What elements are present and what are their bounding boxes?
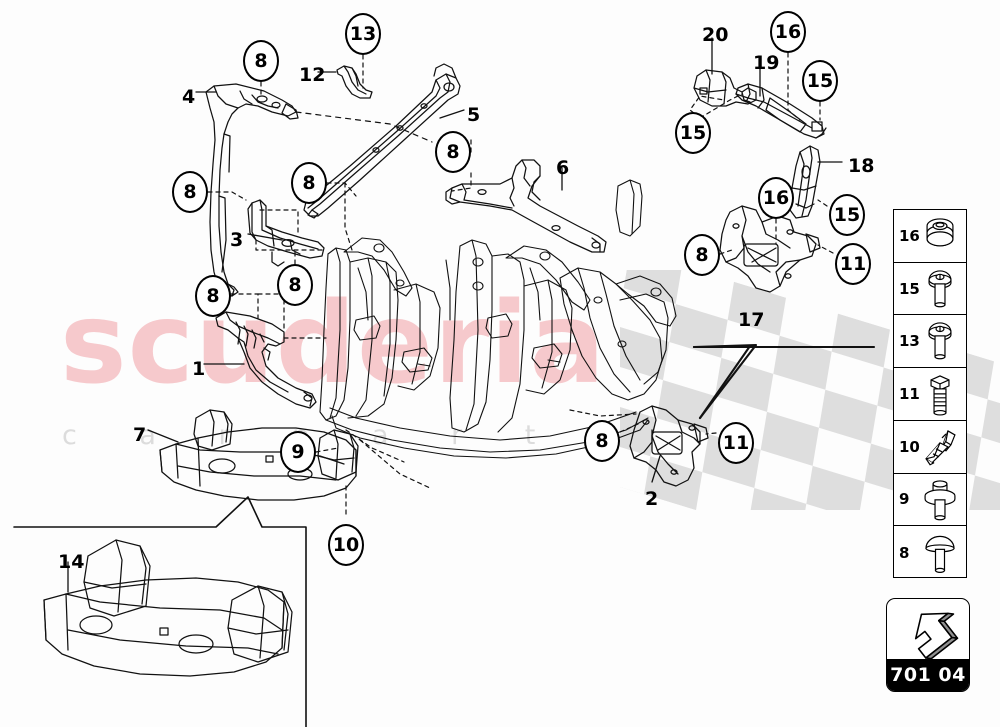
mushroom-head-bolt-icon: [925, 536, 955, 574]
part-number-label-19: 19: [753, 52, 780, 74]
part-number-label-20: 20: [702, 24, 729, 46]
diagram-code-text: 701 04: [887, 659, 969, 691]
callout-bubble-8[interactable]: 8: [172, 171, 208, 213]
legend-row-number: 8: [899, 543, 910, 562]
legend-row-number: 11: [899, 384, 920, 403]
legend-row-number: 15: [899, 279, 920, 298]
callout-bubble-8[interactable]: 8: [291, 162, 327, 204]
part-number-label-2: 2: [645, 488, 659, 510]
part-number-label-4: 4: [182, 86, 196, 108]
part-number-label-7: 7: [133, 424, 147, 446]
part-6-artwork: [445, 159, 607, 253]
legend-row-16[interactable]: 16: [894, 210, 966, 263]
legend-row-number: 10: [899, 437, 920, 456]
part-3-artwork: [247, 199, 325, 267]
flange-bolt-icon: [924, 479, 956, 520]
callout-bubble-16[interactable]: 16: [758, 177, 794, 219]
callout-bubble-8[interactable]: 8: [584, 420, 620, 462]
callout-bubble-8[interactable]: 8: [195, 275, 231, 317]
callout-bubble-8[interactable]: 8: [435, 131, 471, 173]
part-number-label-1: 1: [192, 358, 206, 380]
callout-bubble-13[interactable]: 13: [345, 13, 381, 55]
part-1-artwork: [215, 311, 317, 409]
part-number-label-6: 6: [556, 157, 570, 179]
part-2-artwork: [629, 405, 709, 487]
callout-bubble-9[interactable]: 9: [280, 431, 316, 473]
callout-bubble-10[interactable]: 10: [328, 524, 364, 566]
part-14-artwork: [43, 539, 293, 677]
part-12-artwork: [336, 65, 373, 99]
callout-bubble-8[interactable]: 8: [243, 40, 279, 82]
callout-bubble-15[interactable]: 15: [829, 194, 865, 236]
central-chassis-artwork: [319, 179, 677, 459]
callout-bubble-16[interactable]: 16: [770, 11, 806, 53]
legend-row-11[interactable]: 11: [894, 368, 966, 421]
legend-row-9[interactable]: 9: [894, 474, 966, 527]
part-18-artwork: [789, 145, 821, 219]
legend-row-number: 9: [899, 490, 910, 509]
callout-bubble-15[interactable]: 15: [802, 60, 838, 102]
callout-bubble-8[interactable]: 8: [277, 264, 313, 306]
detail-view-frame: [13, 496, 307, 727]
part-19-artwork: [735, 83, 827, 139]
part-4-artwork: [205, 83, 299, 297]
part-number-label-5: 5: [467, 104, 481, 126]
legend-row-15[interactable]: 15: [894, 263, 966, 316]
part-number-label-17: 17: [738, 309, 765, 331]
grommet-icon: [926, 218, 954, 247]
part-20-artwork: [693, 69, 757, 107]
round-head-screw-icon: [928, 322, 952, 360]
callout-bubble-11[interactable]: 11: [718, 422, 754, 464]
hex-head-bolt-icon: [930, 375, 950, 416]
legend-row-number: 16: [899, 226, 920, 245]
part-number-label-3: 3: [230, 229, 244, 251]
legend-row-number: 13: [899, 332, 920, 351]
part-number-label-18: 18: [848, 155, 875, 177]
part-number-label-14: 14: [58, 551, 85, 573]
push-rivet-clip-icon: [925, 429, 956, 466]
callout-bubble-11[interactable]: 11: [835, 243, 871, 285]
legend-row-13[interactable]: 13: [894, 315, 966, 369]
round-head-screw-icon: [928, 270, 952, 308]
diagram-code-badge: 701 04: [886, 598, 970, 692]
part-17-pointer: [692, 343, 876, 420]
callout-bubble-15[interactable]: 15: [675, 112, 711, 154]
part-number-label-12: 12: [299, 64, 326, 86]
callout-bubble-8[interactable]: 8: [684, 234, 720, 276]
fastener-legend-table: 16 15 13 11: [893, 209, 967, 578]
legend-row-8[interactable]: 8: [894, 526, 966, 579]
legend-row-10[interactable]: 10: [894, 421, 966, 474]
part-upper-right-bracket-artwork: [719, 205, 821, 293]
bent-arrow-3d-icon: [914, 612, 959, 660]
part-7-artwork: [159, 409, 359, 501]
